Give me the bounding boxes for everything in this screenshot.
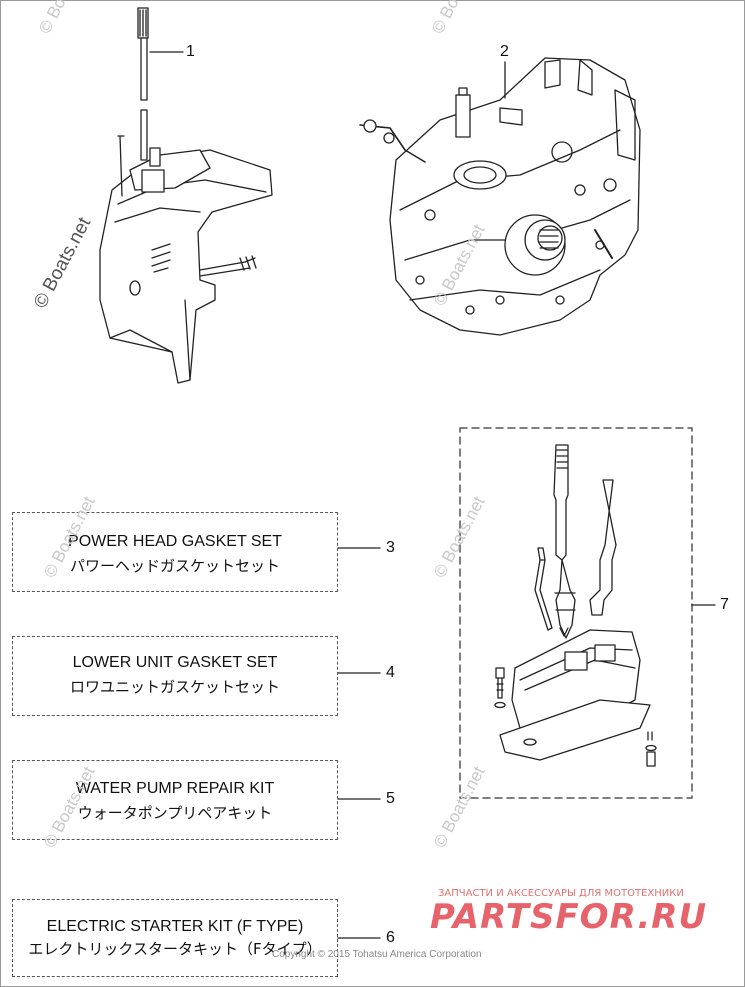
kit-label-jp: ウォータポンプリペアキット	[77, 804, 273, 822]
callout-number-2: 2	[500, 43, 509, 60]
kit-label-jp: パワーヘッドガスケットセット	[69, 557, 280, 575]
kit-label-en: POWER HEAD GASKET SET	[68, 533, 282, 550]
brand-logo: PARTSFOR.RU	[430, 897, 708, 937]
kit-label-en: ELECTRIC STARTER KIT (F TYPE)	[46, 918, 304, 935]
callout-number-4: 4	[386, 664, 395, 681]
brand-subtitle: ЗАПЧАСТИ И АКСЕССУАРЫ ДЛЯ МОТОТЕХНИКИ	[438, 888, 684, 899]
kit-box-power-head: POWER HEAD GASKET SET パワーヘッドガスケットセット	[12, 512, 338, 592]
callout-number-3: 3	[386, 539, 395, 556]
callout-number-5: 5	[386, 790, 395, 807]
kit-box-lower-unit: LOWER UNIT GASKET SET ロワユニットガスケットセット	[12, 636, 338, 716]
power-head-illustration	[359, 57, 641, 336]
kit-box-water-pump: WATER PUMP REPAIR KIT ウォータポンプリペアキット	[12, 760, 338, 840]
copyright-notice: Copyright © 2015 Tohatsu America Corpora…	[272, 949, 482, 960]
callout-number-1: 1	[186, 43, 195, 60]
kit-label-jp: エレクトリックスタータキット（Fタイプ）	[28, 940, 322, 958]
lower-unit-illustration	[99, 135, 273, 384]
kit-label-jp: ロワユニットガスケットセット	[69, 678, 280, 696]
drive-shaft-illustration	[137, 7, 184, 161]
water-pump-assembly-illustration	[494, 444, 657, 767]
kit-box-electric-starter: ELECTRIC STARTER KIT (F TYPE) エレクトリックスター…	[12, 899, 338, 977]
kit-label-en: WATER PUMP REPAIR KIT	[75, 780, 275, 797]
callout-number-7: 7	[720, 596, 729, 613]
kit-label-en: LOWER UNIT GASKET SET	[72, 654, 278, 671]
callout-number-6: 6	[386, 929, 395, 946]
